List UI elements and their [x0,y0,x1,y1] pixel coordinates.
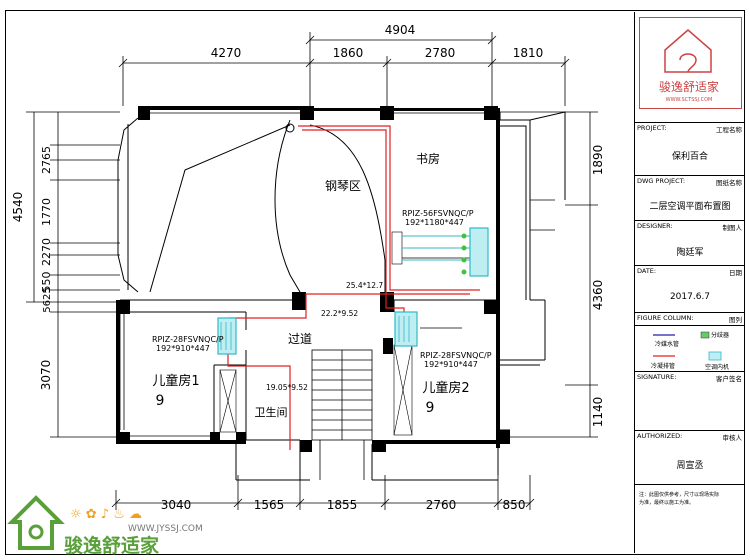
unit2-size: 192*910*447 [156,344,210,353]
dim-bottom-5: 850 [503,498,526,512]
tb-dwg-en: DWG PROJECT: [637,177,686,185]
room-piano: 钢琴区 [325,179,361,193]
dim-top-4: 1810 [513,46,544,60]
unit3-size: 192*910*447 [424,360,478,369]
tb-project-en: PROJECT: [637,124,667,132]
tb-note-1: 注：此图仅供参考，尺寸以现场实际 [639,492,720,498]
legend-branch-label: 分歧器 [711,332,730,339]
legend-indoor-unit-label: 空调内机 [705,364,730,371]
room-kid2-num: 9 [426,400,435,416]
tb-authorized-en: AUTHORIZED: [637,432,683,440]
ac-unit-kid2 [394,311,418,347]
tb-figure-row: FIGURE COLUMN: 图列 [635,312,745,325]
logo-url: WWW.SCTSSJ.COM [666,97,713,103]
room-study: 书房 [416,151,440,166]
thin-walls [117,111,566,481]
tb-signature-cn: 客户签名 [716,375,742,383]
tb-project-cn: 工程名称 [716,126,742,134]
dim-top-3: 2780 [425,46,456,60]
top-dimensions [118,32,570,106]
unit1-size: 192*1180*447 [405,218,464,227]
legend-refrigerant-label: 冷媒水管 [655,341,680,348]
windows [119,112,555,437]
tb-note-2: 为准，最终以施工为准。 [639,500,695,506]
dim-left-2: 1770 [40,198,53,226]
tb-signature-row: SIGNATURE: 客户签名 [635,371,745,384]
tb-dwg-value: 二层空调平面布置图 [649,202,731,212]
tb-figure-cn: 图列 [729,316,742,324]
room-kid1-num: 9 [156,393,165,409]
tb-legend: 冷媒水管 分歧器 冷凝排管 空调内机 [635,325,745,371]
tb-project-value: 保利百合 [671,152,708,162]
bottom-dimensions [111,475,535,510]
brand-logo [664,29,712,73]
tb-project-row: PROJECT: 工程名称 [635,122,745,135]
legend-symbols [653,331,722,361]
drawing-frame [5,10,745,555]
dim-bottom-3: 1855 [327,498,358,512]
legend-drain-label: 冷凝排管 [651,363,676,370]
tb-designer-en: DESIGNER: [637,222,673,230]
tb-authorized-row: AUTHORIZED: 审核人 [635,430,745,443]
left-dimensions [26,111,120,438]
pipe-label-2: 22.2*9.52 [321,309,358,318]
title-block: PROJECT: 工程名称 保利百合 DWG PROJECT: 图纸名称 二层空… [634,12,745,553]
dim-left-total: 4540 [11,192,25,223]
tb-designer-row: DESIGNER: 制图人 [635,220,745,233]
dim-bottom-4: 2760 [426,498,457,512]
unit1-model: RPIZ-56FSVNQC/P [402,209,474,218]
dim-right-1: 1890 [591,145,605,176]
pipe-label-3: 19.05*9.52 [266,383,308,392]
dim-right-3: 1140 [591,397,605,428]
room-bath: 卫生间 [255,405,288,419]
room-kid2: 儿童房2 [422,380,469,396]
tb-authorized-cn: 审核人 [722,434,743,442]
ac-unit-kid1 [217,317,237,355]
dim-bottom-2: 1565 [254,498,285,512]
dim-left-3: 2270 [40,238,53,266]
tb-designer-cn: 制图人 [722,224,743,232]
dim-top-1: 4270 [211,46,242,60]
dim-left-1: 2765 [40,146,53,174]
watermark-icons: ☼ ✿ ♪ ♨ ☁ [70,507,142,522]
watermark-brand-name: 骏逸舒适家 [64,534,160,557]
dim-left-6: 3070 [39,360,53,391]
tb-date-row: DATE: 日期 [635,265,745,278]
piano-area-curves [149,119,386,293]
logo-brand-name: 骏逸舒适家 [659,79,719,94]
logo-frame [639,17,742,109]
right-dimensions [500,111,598,438]
ac-unit-study [391,227,489,277]
dim-top-total: 4904 [385,23,416,37]
unit3-model: RPIZ-28FSVNQC/P [420,351,492,360]
tb-date-en: DATE: [637,267,657,275]
dim-right-2: 4360 [591,280,605,311]
tb-dwg-cn: 图纸名称 [716,179,742,187]
tb-authorized-value: 周宣丞 [676,461,704,471]
dim-left-5: 5625 [42,287,53,312]
tb-dwg-row: DWG PROJECT: 图纸名称 [635,175,745,188]
watermark-url: WWW.JYSSJ.COM [128,524,203,534]
dim-bottom-1: 3040 [161,498,192,512]
dim-left-4: 550 [40,272,53,293]
room-corridor: 过道 [288,332,312,346]
tb-notes: 注：此图仅供参考，尺寸以现场实际 为准，最终以施工为准。 [635,484,745,553]
tb-signature-en: SIGNATURE: [637,373,677,381]
tb-date-cn: 日期 [729,269,742,277]
dim-top-2: 1860 [333,46,364,60]
tb-figure-en: FIGURE COLUMN: [637,314,694,322]
unit2-model: RPIZ-28FSVNQC/P [152,335,224,344]
tb-date-value: 2017.6.7 [669,292,711,302]
watermark-logo [7,495,65,550]
tb-designer-value: 陶廷军 [676,248,704,258]
stairs [311,349,373,480]
room-kid1: 儿童房1 [152,373,199,389]
walls [116,106,510,452]
pipe-label-1: 25.4*12.7 [346,281,383,290]
